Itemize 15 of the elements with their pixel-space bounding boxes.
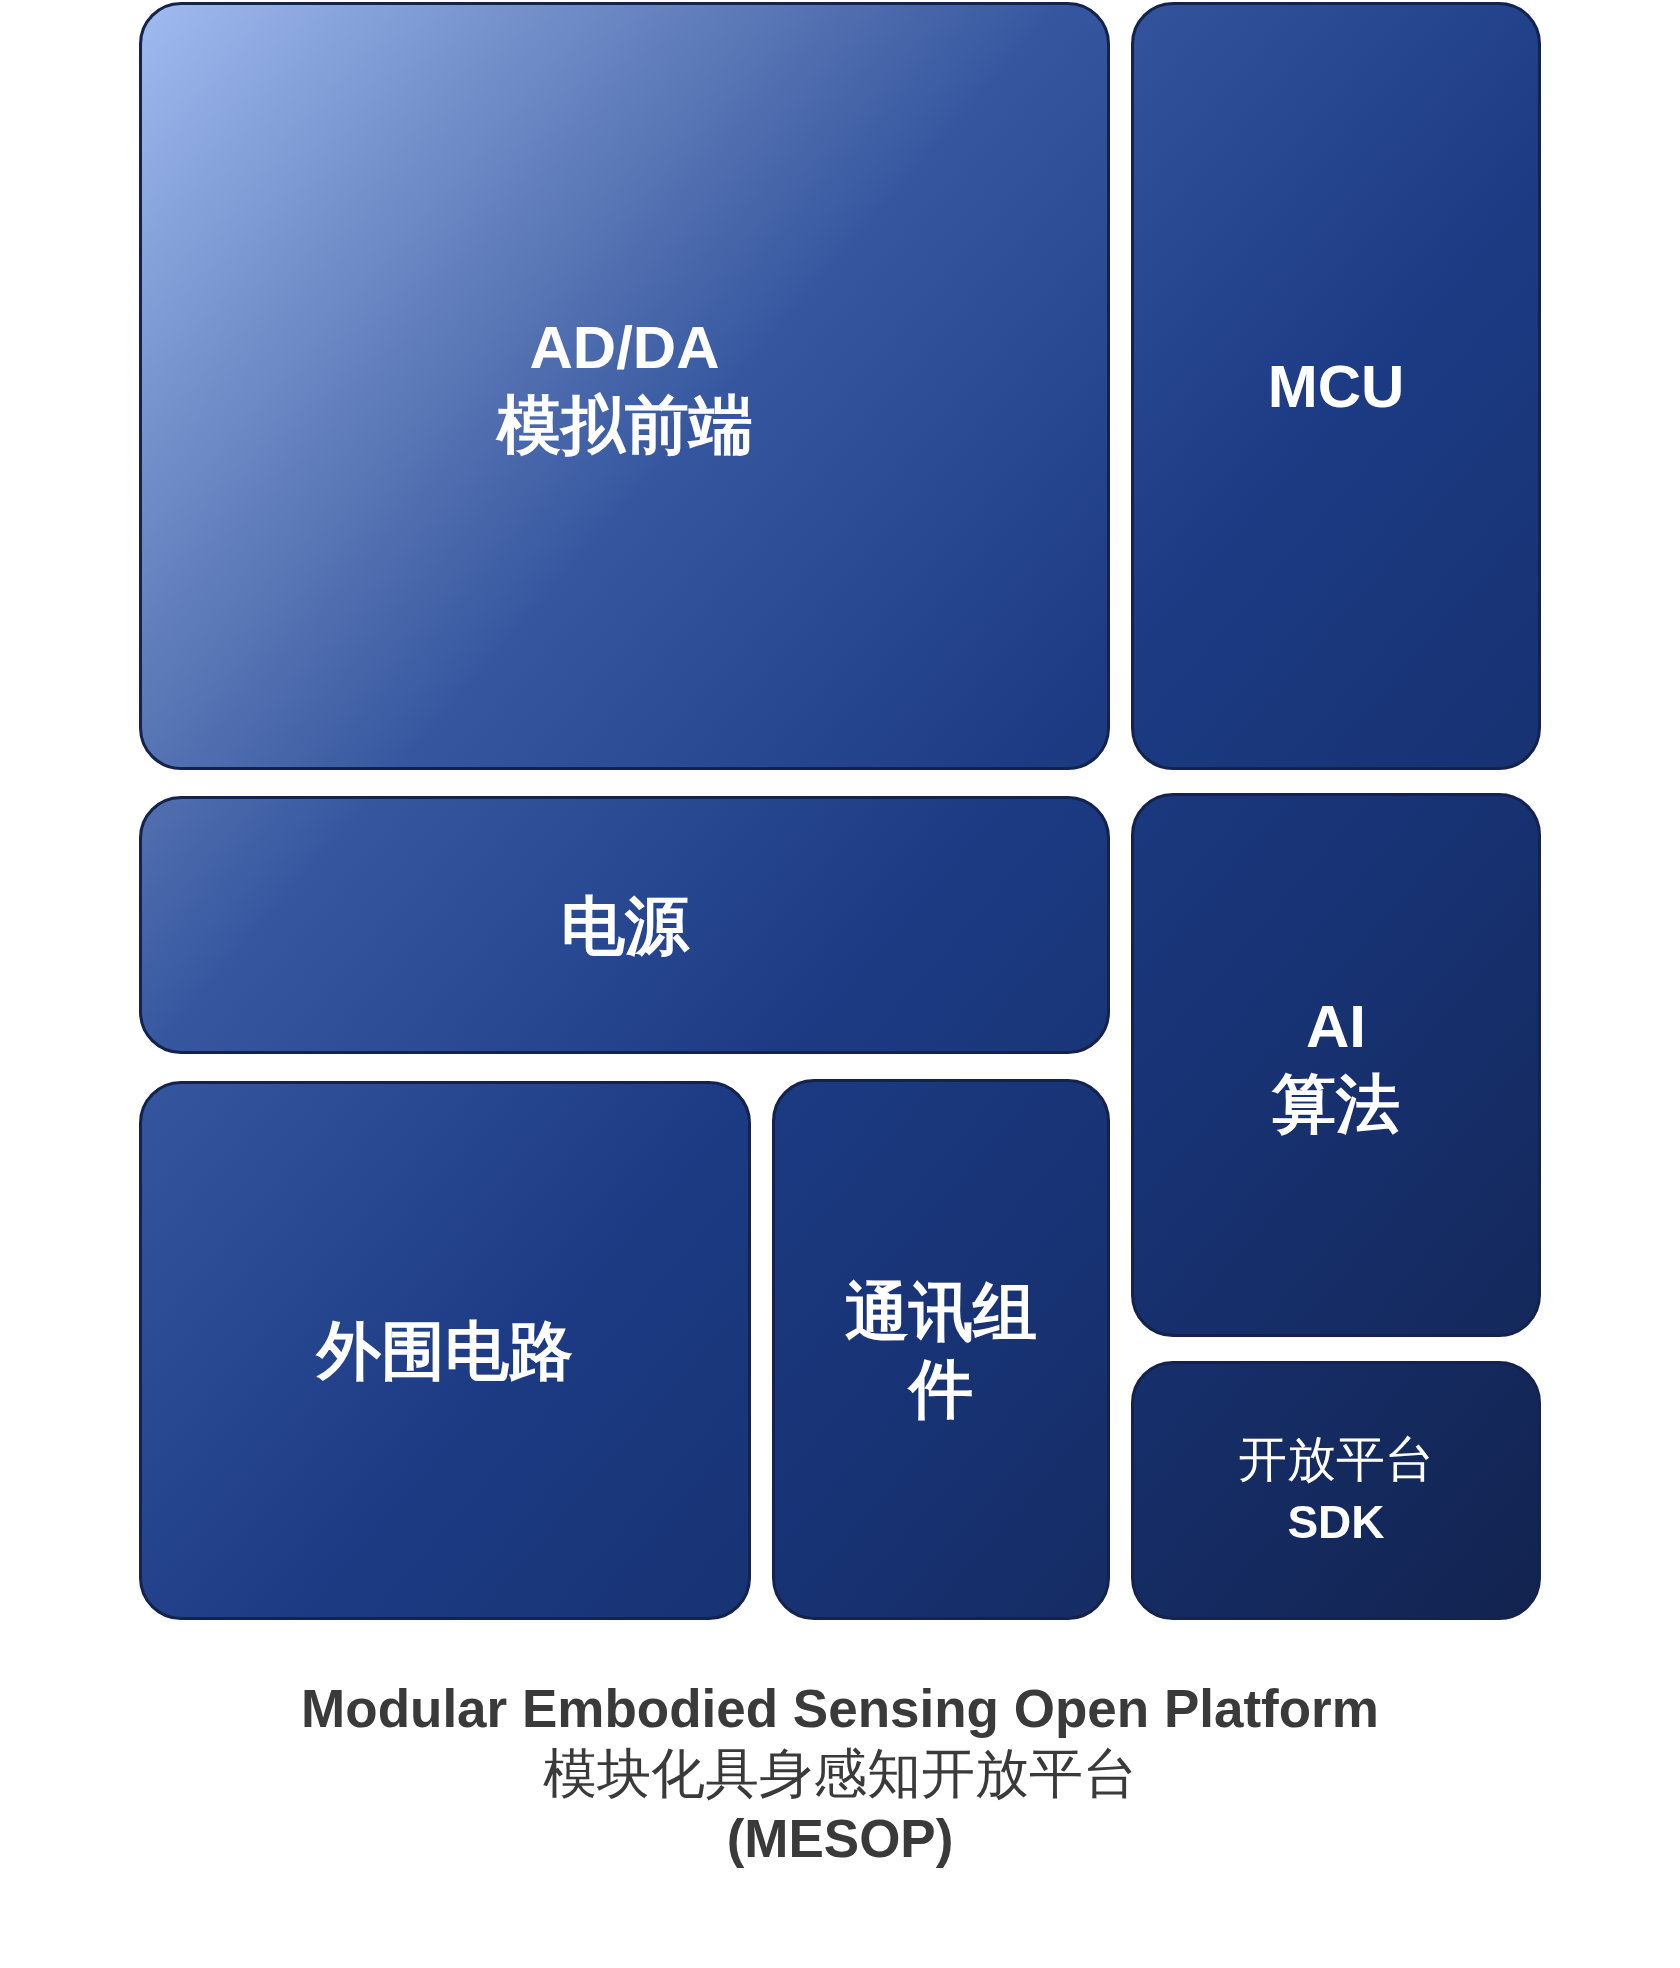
module-label: MCU (1267, 351, 1405, 422)
module-label: 外围电路 (317, 1312, 573, 1389)
module-box (1131, 1361, 1541, 1620)
module-label: 开放平台 SDK (1238, 1429, 1434, 1550)
module-label: 通讯组件 (844, 1272, 1038, 1427)
module-label: AD/DA 模拟前端 (496, 313, 753, 463)
module-box (772, 1079, 1110, 1620)
module-box (139, 2, 1110, 770)
module-box (1131, 2, 1541, 770)
module-label: AI 算法 (1272, 992, 1400, 1142)
caption-text: Modular Embodied Sensing Open Platform 模块化具身感知开放平台 (MESOP) (300, 1678, 1380, 1870)
module-label: 电源 (560, 886, 689, 964)
module-box (139, 1081, 751, 1620)
module-box (1131, 793, 1541, 1337)
module-box (139, 796, 1110, 1054)
